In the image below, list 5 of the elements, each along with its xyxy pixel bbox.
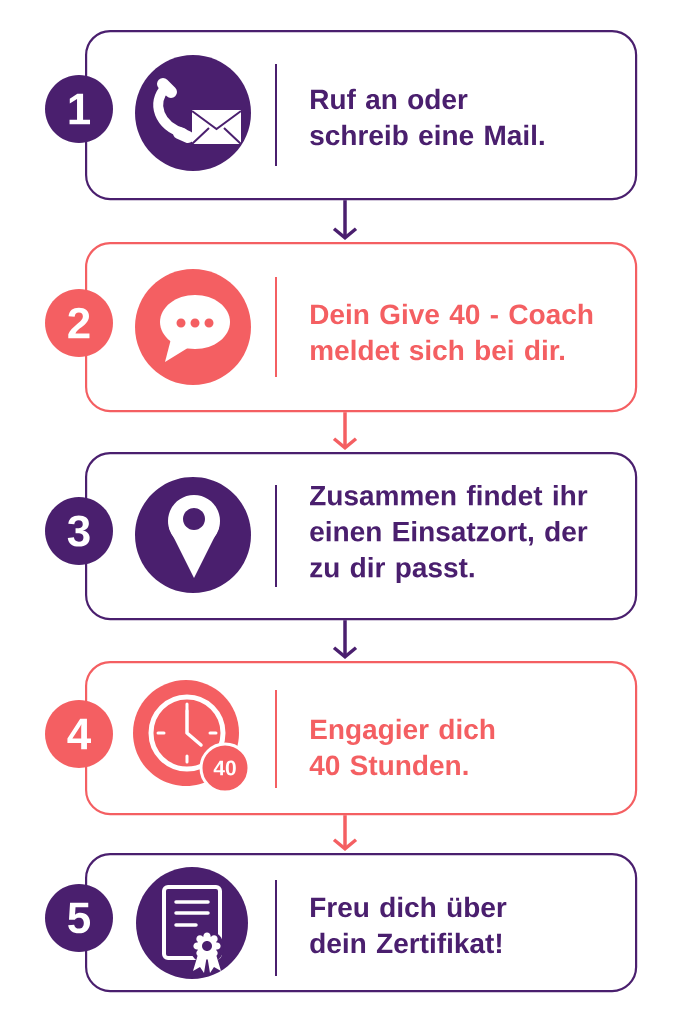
arrow (332, 620, 358, 659)
arrow (332, 815, 358, 851)
arrow (332, 412, 358, 450)
arrow (332, 200, 358, 240)
number-badge: 40 (199, 742, 251, 794)
